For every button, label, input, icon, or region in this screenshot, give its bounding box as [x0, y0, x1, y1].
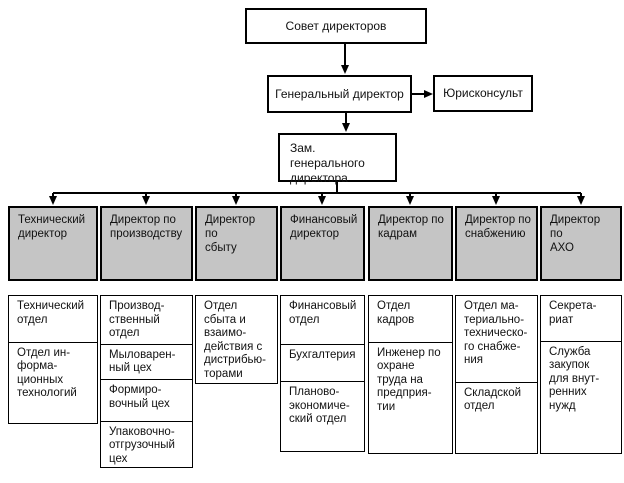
department-cell: Упаковочно- отгрузочный цех [100, 420, 193, 468]
general-director-label: Генеральный директор [275, 86, 404, 101]
legal-counsel-label: Юрисконсульт [443, 86, 523, 100]
department-column-procurement: Отдел ма- териально- техническо- го снаб… [455, 295, 538, 454]
department-cell: Формиро- вочный цех [100, 379, 193, 422]
director-box-production: Директор по производству [100, 206, 193, 281]
deputy-general-director-box: Зам. генерального директора [278, 133, 397, 185]
department-column-production: Производ- ственный отдел Мыловарен- ный … [100, 295, 193, 468]
department-column-technical: Технический отдел Отдел ин- форма- ционн… [8, 295, 98, 424]
director-box-hr: Директор по кадрам [368, 206, 453, 281]
department-cell: Отдел сбыта и взаимо- действия с дистриб… [195, 295, 278, 384]
department-cell: Бухгалтерия [280, 343, 365, 383]
director-box-sales: Директор по сбыту [195, 206, 278, 281]
department-cell: Секрета- риат [540, 295, 622, 342]
department-cell: Мыловарен- ный цех [100, 343, 193, 381]
director-box-aho: Директор по АХО [540, 206, 622, 281]
department-cell: Планово- экономиче- ский отдел [280, 381, 365, 452]
director-box-procurement: Директор по снабжению [455, 206, 538, 281]
department-cell: Служба закупок для внут- ренних нужд [540, 340, 622, 454]
general-director-box: Генеральный директор [267, 75, 412, 113]
department-cell: Отдел кадров [368, 295, 453, 343]
legal-counsel-box: Юрисконсульт [433, 75, 533, 112]
department-cell: Производ- ственный отдел [100, 295, 193, 345]
board-of-directors-box: Совет директоров [245, 8, 427, 44]
department-column-financial: Финансовый отдел Бухгалтерия Планово- эк… [280, 295, 365, 452]
department-cell: Складской отдел [455, 381, 538, 454]
department-cell: Финансовый отдел [280, 295, 365, 345]
department-cell: Отдел ма- териально- техническо- го снаб… [455, 295, 538, 383]
department-cell: Отдел ин- форма- ционных технологий [8, 341, 98, 424]
director-box-financial: Финансовый директор [280, 206, 365, 281]
department-cell: Технический отдел [8, 295, 98, 343]
board-of-directors-label: Совет директоров [285, 18, 387, 33]
department-column-hr: Отдел кадров Инженер по охране труда на … [368, 295, 453, 454]
department-column-aho: Секрета- риат Служба закупок для внут- р… [540, 295, 622, 454]
department-column-sales: Отдел сбыта и взаимо- действия с дистриб… [195, 295, 278, 384]
department-cell: Инженер по охране труда на предприя- тии [368, 341, 453, 454]
director-box-technical: Технический директор [8, 206, 98, 281]
